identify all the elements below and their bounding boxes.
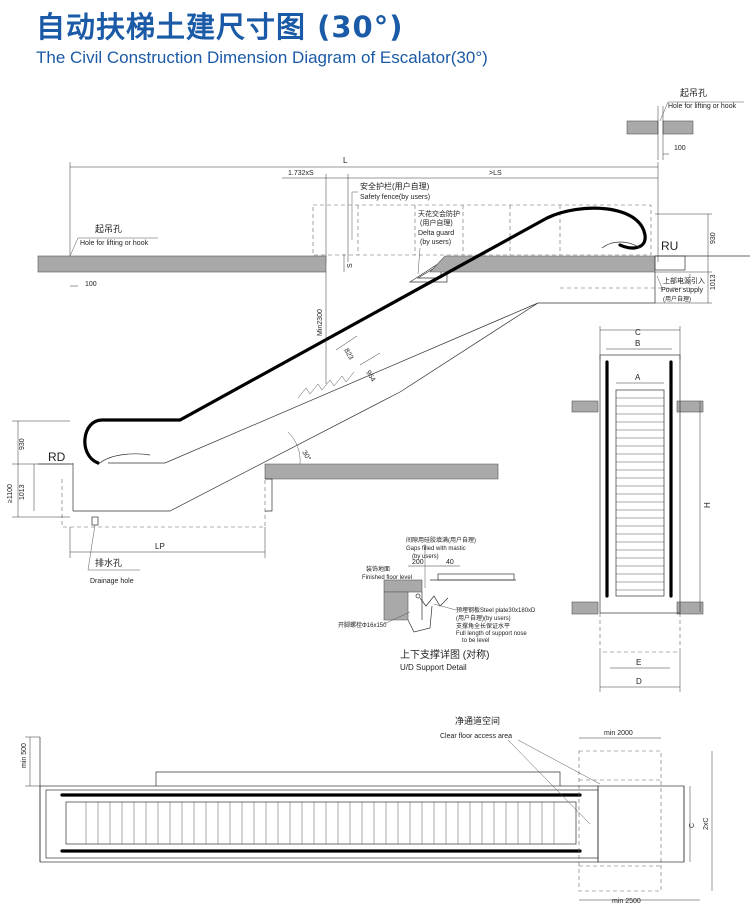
plan-dim-H: H bbox=[703, 502, 712, 508]
access-label-en: Clear floor access area bbox=[440, 733, 512, 740]
gaps-label-cn: 间隙用硅胶填满(用户自理) bbox=[406, 536, 476, 544]
dim-930-lower: 930 bbox=[19, 438, 26, 450]
plate-label: 预埋钢板Steel plate30x180xD bbox=[456, 606, 536, 614]
upper-lifting-hole-detail: 起吊孔 Hole for lifting or hook 100 bbox=[626, 88, 744, 160]
truss-lower-line bbox=[73, 391, 401, 512]
handrail bbox=[83, 206, 647, 465]
access-label-cn: 净通道空间 bbox=[455, 715, 500, 726]
delta-label-en2: (by users) bbox=[420, 239, 451, 246]
dim-min2300: Min2300 bbox=[317, 309, 324, 336]
dim-LP: LP bbox=[155, 542, 165, 551]
plan-dim-C: C bbox=[635, 328, 641, 337]
dim-min2000: min 2000 bbox=[604, 730, 633, 737]
dim-L: L bbox=[343, 156, 348, 165]
dim-S: S bbox=[347, 263, 354, 268]
support-detail: 200 40 间隙用硅胶填满(用户自理) Gaps filled with ma… bbox=[338, 536, 536, 672]
label-RD: RD bbox=[48, 450, 66, 464]
fence-label-en: Safety fence(by users) bbox=[360, 194, 430, 201]
finished-floor-en: Finished floor level bbox=[362, 575, 412, 581]
title-english: The Civil Construction Dimension Diagram… bbox=[36, 48, 488, 67]
plan-dim-B: B bbox=[635, 339, 640, 348]
plan-dim-A: A bbox=[635, 373, 641, 382]
drain-label-cn: 排水孔 bbox=[95, 557, 122, 568]
dim-930-upper: 930 bbox=[710, 232, 717, 244]
lower-hole-label-cn: 起吊孔 bbox=[95, 224, 122, 234]
plate-label-by: (用户自理)(by users) bbox=[456, 614, 511, 622]
label-RU: RU bbox=[661, 239, 678, 253]
drain-label-en: Drainage hole bbox=[90, 578, 134, 585]
power-label-cn: 上部电源引入 bbox=[663, 276, 705, 285]
title-chinese: 自动扶梯土建尺寸图 (30°) bbox=[36, 10, 404, 44]
lower-hole-dim-100: 100 bbox=[85, 281, 97, 288]
truss-upper-line bbox=[108, 302, 539, 464]
dim-1013-lower: 1013 bbox=[19, 484, 26, 500]
angle-30: 30° bbox=[300, 449, 312, 462]
support-dim-40: 40 bbox=[446, 559, 454, 566]
nose-label-en2: to be level bbox=[462, 638, 489, 644]
dim-min500: min 500 bbox=[21, 743, 28, 768]
upper-floor-slab-left bbox=[37, 255, 327, 273]
gaps-label-by: (by users) bbox=[412, 554, 439, 560]
plan-steps bbox=[616, 397, 664, 591]
dim-ge1100: ≥1100 bbox=[7, 484, 14, 503]
dim-LS: >LS bbox=[489, 170, 502, 177]
dim-1013-upper: 1013 bbox=[710, 274, 717, 290]
lower-hole-label-en: Hole for lifting or hook bbox=[80, 240, 149, 247]
bolt-label: 开脚螺栓Φ16x150 bbox=[338, 621, 387, 629]
upper-hole-label-en: Hole for lifting or hook bbox=[668, 103, 737, 110]
dim-1732xS: 1.732xS bbox=[288, 170, 314, 177]
delta-label-en: Delta guard bbox=[418, 230, 454, 237]
support-title-cn: 上下支撑详图 (对称) bbox=[400, 648, 489, 661]
nose-label-en: Full length of support nose bbox=[456, 631, 527, 637]
dim-2xC: 2xC bbox=[703, 818, 710, 830]
gaps-label-en: Gaps filled with mastic bbox=[406, 546, 466, 552]
escalator-top-view: min 500 bbox=[21, 715, 713, 905]
nose-label-cn: 支撑角全长保证水平 bbox=[456, 622, 510, 630]
escalator-elevation: L 1.732xS >LS 安全护栏(用户自理) Safety fence(by… bbox=[7, 156, 750, 585]
fence-label-cn: 安全护栏(用户自理) bbox=[360, 181, 430, 191]
upper-hole-dim-100: 100 bbox=[674, 145, 686, 152]
dim-min2500: min 2500 bbox=[612, 898, 641, 905]
top-view-steps bbox=[85, 802, 555, 844]
delta-label-cn2: (用户自理) bbox=[420, 218, 453, 227]
power-label-en: Power supply bbox=[661, 287, 704, 294]
dim-823: 823 bbox=[342, 348, 354, 362]
lower-floor-slab bbox=[264, 463, 499, 480]
finished-floor-cn: 装饰地面 bbox=[366, 565, 390, 573]
support-dim-200: 200 bbox=[412, 559, 424, 566]
plan-dim-E: E bbox=[636, 658, 641, 667]
escalator-plan-view: C B A bbox=[571, 326, 712, 692]
plan-dim-D: D bbox=[636, 677, 642, 686]
delta-label-cn: 天花交会防护 bbox=[418, 209, 460, 218]
power-label-by: (用户自理) bbox=[663, 295, 691, 303]
dim-964: 964 bbox=[364, 370, 376, 384]
dim-C-top: C bbox=[689, 823, 696, 828]
upper-hole-label-cn: 起吊孔 bbox=[680, 88, 707, 98]
support-title-en: U/D Support Detail bbox=[400, 663, 467, 672]
